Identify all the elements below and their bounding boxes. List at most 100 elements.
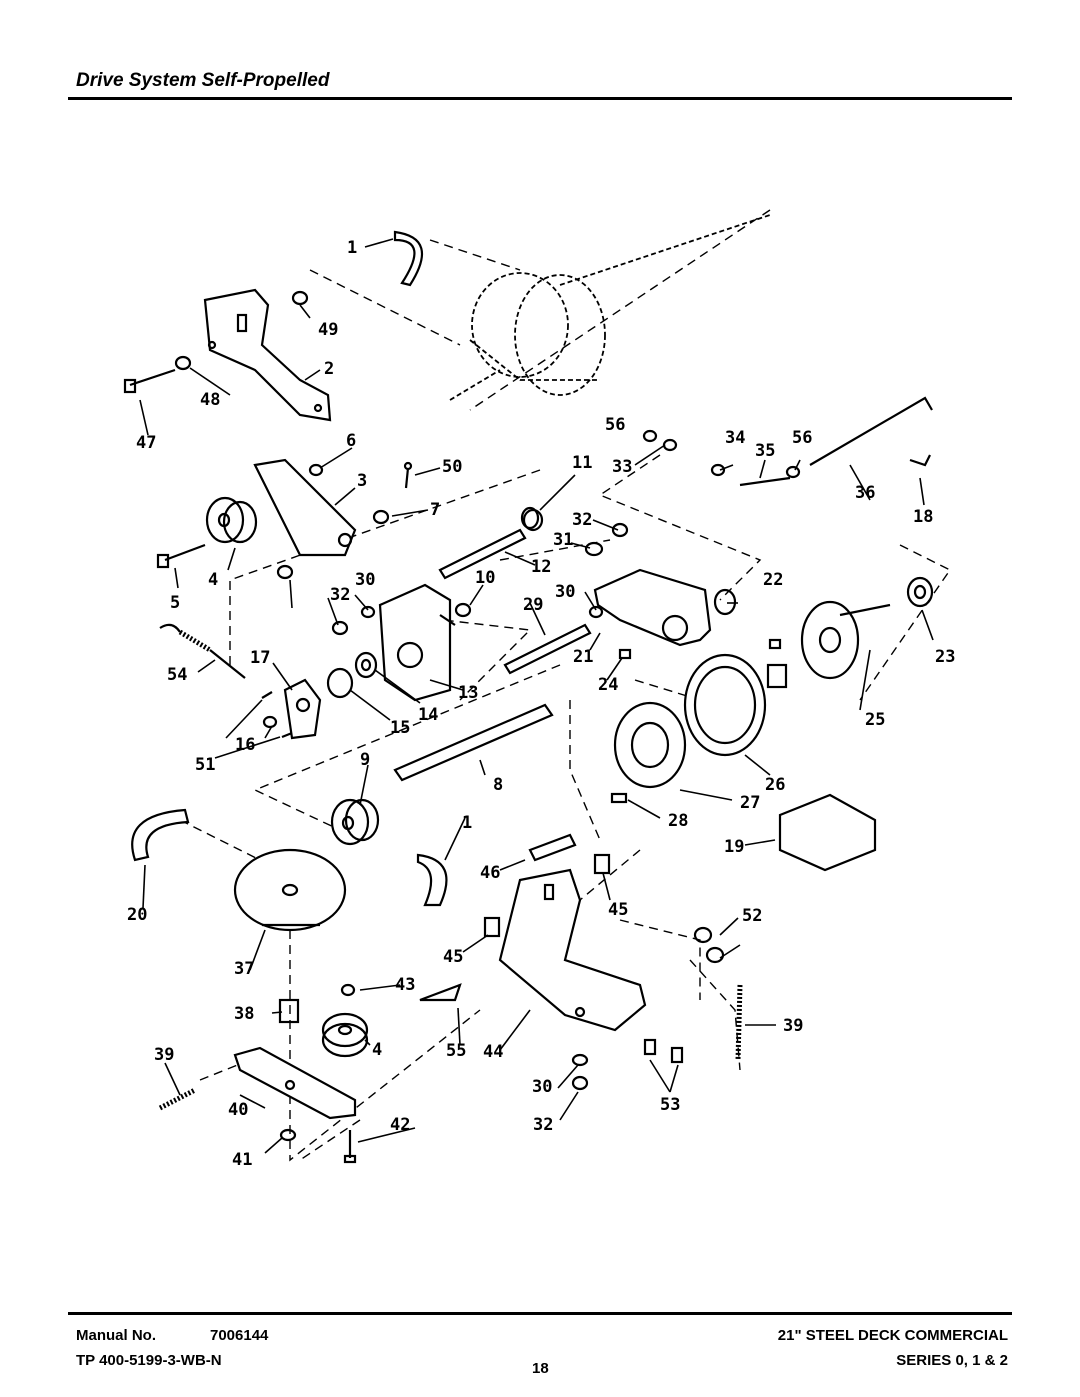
callout-13: 13 <box>458 683 478 703</box>
callout-52: 52 <box>742 906 762 926</box>
bolt-24-icon <box>618 648 632 660</box>
washer-30-icon <box>360 605 376 619</box>
callout-1: 1 <box>347 238 357 258</box>
bearing-23-icon <box>906 576 934 608</box>
bolt-51-icon <box>261 691 293 739</box>
callout-55: 55 <box>446 1041 466 1061</box>
callout-25: 25 <box>865 710 885 730</box>
nut-32-lower-icon <box>571 1075 589 1091</box>
callout-3: 3 <box>357 471 367 491</box>
bearing-14-icon <box>354 651 378 679</box>
callout-28: 28 <box>668 811 688 831</box>
callout-30: 30 <box>355 570 375 590</box>
callout-41: 41 <box>232 1150 252 1170</box>
page-title: Drive System Self-Propelled <box>76 70 330 91</box>
nut-33-icon <box>662 438 678 452</box>
header-rule <box>68 97 1012 100</box>
bracket-2-icon <box>203 288 332 422</box>
callout-18: 18 <box>913 507 933 527</box>
belt-20-icon <box>131 808 190 862</box>
callout-9: 9 <box>360 750 370 770</box>
lockwasher-48-icon <box>174 355 192 371</box>
manual-label: Manual No. <box>76 1327 157 1344</box>
callout-53: 53 <box>660 1095 680 1115</box>
callout-7: 7 <box>430 500 440 520</box>
callout-14: 14 <box>418 705 438 725</box>
spring-39-right-icon <box>735 984 743 1061</box>
callout-36: 36 <box>855 483 875 503</box>
plate-27-icon <box>613 701 687 789</box>
callout-22: 22 <box>763 570 783 590</box>
callout-43: 43 <box>395 975 415 995</box>
nut-43-icon <box>340 983 356 997</box>
shaft-8-icon <box>393 703 554 782</box>
callout-4-lower: 4 <box>372 1040 382 1060</box>
nut-32-upper-icon <box>611 522 629 538</box>
drive-disc-37-icon <box>233 848 347 932</box>
shaft-29-icon <box>503 623 592 675</box>
callout-30-lower: 30 <box>532 1077 552 1097</box>
clip-55-icon <box>419 983 462 1002</box>
washer-30-lower-icon <box>571 1053 589 1067</box>
callout-30b: 30 <box>555 582 575 602</box>
callout-34: 34 <box>725 428 745 448</box>
bolt-47-icon <box>123 368 176 394</box>
callout-20: 20 <box>127 905 147 925</box>
bolt-42-icon <box>343 1130 357 1164</box>
clip-18-icon <box>909 454 931 467</box>
callout-32-lower: 32 <box>533 1115 553 1135</box>
washer-49-icon <box>291 290 309 306</box>
callout-42: 42 <box>390 1115 410 1135</box>
belt-guide-top-icon <box>393 230 424 287</box>
bolt-35-icon <box>739 476 791 487</box>
callout-8: 8 <box>493 775 503 795</box>
callout-21: 21 <box>573 647 593 667</box>
callout-37: 37 <box>234 959 254 979</box>
callout-45: 45 <box>608 900 628 920</box>
callout-56: 56 <box>792 428 812 448</box>
tp-code: TP 400-5199-3-WB-N <box>76 1352 222 1369</box>
callout-4: 4 <box>208 570 218 590</box>
callout-12: 12 <box>531 557 551 577</box>
callout-46: 46 <box>480 863 500 883</box>
callout-6: 6 <box>346 431 356 451</box>
transmission-housing-icon <box>449 214 771 401</box>
nut-56-icon <box>642 429 801 479</box>
callout-32: 32 <box>572 510 592 530</box>
callout-40: 40 <box>228 1100 248 1120</box>
callout-15: 15 <box>390 718 410 738</box>
washer-7-icon <box>372 509 390 525</box>
callout-35: 35 <box>755 441 775 461</box>
callout-24: 24 <box>598 675 618 695</box>
seal-22-icon <box>713 588 737 616</box>
mounting-bracket-44-icon <box>498 868 647 1032</box>
manual-number: 7006144 <box>210 1327 269 1344</box>
washer-10-icon <box>454 602 472 618</box>
wheel-hub-25-icon <box>766 600 891 689</box>
callout-2: 2 <box>324 359 334 379</box>
housing-21-icon <box>593 568 712 647</box>
callout-49: 49 <box>318 320 338 340</box>
callout-27: 27 <box>740 793 760 813</box>
callout-23: 23 <box>935 647 955 667</box>
callout-19: 19 <box>724 837 744 857</box>
callout-56-nut: 56 <box>605 415 625 435</box>
callout-45b: 45 <box>443 947 463 967</box>
callout-1-lower: 1 <box>462 813 472 833</box>
nut-7-icon <box>276 564 294 580</box>
spring-39-left-icon <box>158 1087 197 1111</box>
callout-39-right: 39 <box>783 1016 803 1036</box>
footer-rule <box>68 1312 1012 1315</box>
assembly-guide-lines <box>179 209 952 1162</box>
washer-31-icon <box>584 541 604 557</box>
callout-16: 16 <box>235 735 255 755</box>
bracket-40-icon <box>233 1046 357 1120</box>
bushing-46-icon <box>528 833 577 862</box>
series-label: SERIES 0, 1 & 2 <box>896 1352 1008 1369</box>
callout-50: 50 <box>442 457 462 477</box>
nut-32-icon <box>331 620 349 636</box>
pulley-4-upper-icon <box>205 496 258 544</box>
shaft-12-icon <box>438 508 544 580</box>
bearing-housing-13-icon <box>378 583 456 702</box>
